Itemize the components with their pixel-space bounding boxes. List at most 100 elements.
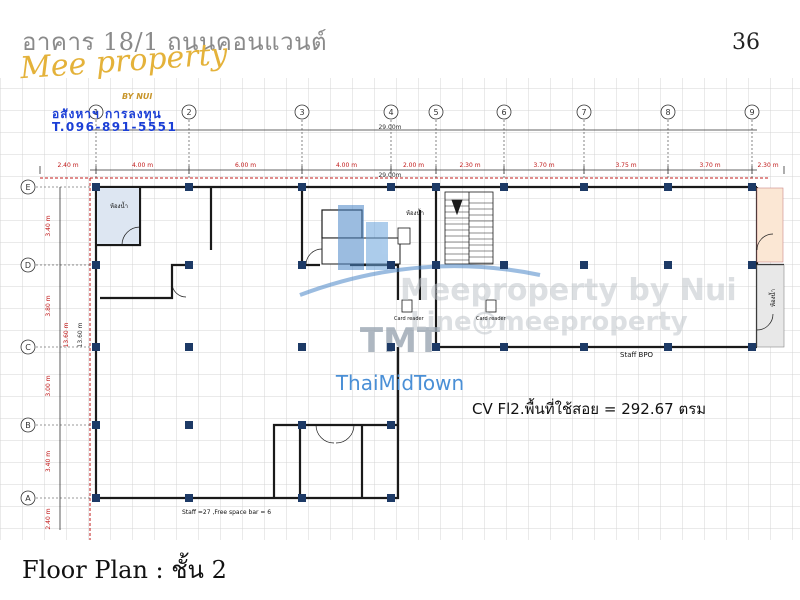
column-axis-bubble bbox=[181, 104, 197, 120]
column-axis-label: 1 bbox=[93, 108, 98, 117]
toilet-label-2: ห้องน้ำ bbox=[406, 207, 424, 217]
structural-column bbox=[580, 343, 588, 351]
row-axis-label: B bbox=[25, 421, 31, 430]
structural-column bbox=[92, 494, 100, 502]
structural-column bbox=[92, 421, 100, 429]
structural-column bbox=[664, 183, 672, 191]
top-dimension-label: 3.75 m bbox=[615, 162, 636, 169]
card-reader-label-2: Card reader bbox=[476, 316, 507, 322]
top-dimension-label: 3.70 m bbox=[533, 162, 554, 169]
wall-left-toilet bbox=[96, 187, 142, 247]
top-dimension-label: 6.00 m bbox=[235, 162, 256, 169]
column-axis-label: 8 bbox=[665, 108, 670, 117]
structural-column bbox=[387, 343, 395, 351]
side-dimension-label: 2.40 m bbox=[45, 508, 52, 529]
structural-column bbox=[664, 343, 672, 351]
structural-column bbox=[580, 261, 588, 269]
page-title: อาคาร 18/1 ถนนคอนแวนต์ bbox=[22, 28, 328, 56]
card-reader-box-2 bbox=[485, 299, 497, 313]
structural-column bbox=[748, 183, 756, 191]
row-axis-bubble bbox=[20, 257, 36, 273]
core-sink bbox=[397, 227, 411, 245]
wall-bottom-rooms bbox=[272, 423, 398, 498]
total-dimension-side-2: 13.60 m bbox=[77, 322, 84, 347]
top-dimension-label: 4.00 m bbox=[132, 162, 153, 169]
column-axis-label: 2 bbox=[186, 108, 191, 117]
row-axis-label: A bbox=[25, 494, 31, 503]
structural-column bbox=[298, 343, 306, 351]
total-dimension-side-1: 13.60 m bbox=[63, 322, 70, 347]
structural-column bbox=[500, 183, 508, 191]
column-axis-label: 7 bbox=[581, 108, 586, 117]
structural-column bbox=[185, 183, 193, 191]
floor-plan-caption: Floor Plan : ชั้น 2 bbox=[22, 556, 227, 584]
structural-column bbox=[500, 261, 508, 269]
column-axis-label: 6 bbox=[501, 108, 506, 117]
card-reader-label-1: Card reader bbox=[394, 316, 425, 322]
side-room-right bbox=[756, 187, 784, 263]
staff-bpo-label: Staff BPO bbox=[620, 351, 654, 359]
column-axis-label: 4 bbox=[388, 108, 393, 117]
structural-column bbox=[432, 183, 440, 191]
structural-column bbox=[580, 183, 588, 191]
structural-column bbox=[92, 261, 100, 269]
top-dimension-label: 2.00 m bbox=[403, 162, 424, 169]
structural-column bbox=[748, 261, 756, 269]
structural-column bbox=[298, 183, 306, 191]
grid-background bbox=[0, 78, 800, 540]
side-dimension-label: 3.80 m bbox=[45, 295, 52, 316]
wall-left-mid bbox=[100, 263, 190, 300]
column-axis-bubble bbox=[294, 104, 310, 120]
row-axis-bubble bbox=[20, 490, 36, 506]
structural-columns bbox=[92, 183, 756, 502]
doors bbox=[121, 226, 774, 444]
column-axis-bubble bbox=[576, 104, 592, 120]
watermark-building-icon bbox=[299, 205, 541, 297]
column-axis-bubble bbox=[428, 104, 444, 120]
total-dimension-top: 29.00m bbox=[378, 124, 401, 131]
row-axis-label: D bbox=[25, 261, 31, 270]
column-axis-bubble bbox=[88, 104, 104, 120]
top-dimension-lines bbox=[90, 129, 757, 171]
structural-column bbox=[387, 421, 395, 429]
structural-column bbox=[185, 421, 193, 429]
stair-treads bbox=[445, 199, 493, 264]
area-label: CV Fl2.พื้นที่ใช้สอย = 292.67 ตรม bbox=[472, 398, 706, 418]
structural-column bbox=[298, 421, 306, 429]
side-dimension-label: 3.40 m bbox=[45, 451, 52, 472]
staircase bbox=[444, 191, 494, 265]
watermark-tmt: TMT bbox=[360, 321, 441, 361]
side-room-label: ห้องน้ำ bbox=[767, 289, 777, 307]
structural-column bbox=[432, 343, 440, 351]
side-dimension-label: 3.40 m bbox=[45, 215, 52, 236]
structural-column bbox=[387, 261, 395, 269]
page-number: 36 bbox=[732, 30, 760, 55]
contact-line-1: อสังหาฯ การลงทุน bbox=[52, 107, 162, 121]
watermark-text-1: Meeproperty by Nui bbox=[400, 273, 737, 308]
watermark-thaimidtown: ThaiMidTown bbox=[335, 371, 464, 395]
structural-column bbox=[298, 494, 306, 502]
toilet-label-1: ห้องน้ำ bbox=[110, 200, 128, 210]
staff-note-label: Staff =27 ,Free space bar = 6 bbox=[182, 509, 271, 516]
structural-column bbox=[664, 261, 672, 269]
top-dimension-label: 2.40 m bbox=[57, 162, 78, 169]
column-axis-bubble bbox=[744, 104, 760, 120]
top-dimension-label: 2.30 m bbox=[757, 162, 778, 169]
structural-column bbox=[92, 183, 100, 191]
walls bbox=[94, 185, 784, 500]
row-axis-bubble bbox=[20, 417, 36, 433]
structural-column bbox=[185, 494, 193, 502]
side-dimension-label: 3.00 m bbox=[45, 375, 52, 396]
total-dimension-mid: 29.00m bbox=[378, 172, 401, 179]
structural-column bbox=[748, 343, 756, 351]
top-dimension-label: 2.30 m bbox=[459, 162, 480, 169]
toilet-room-left bbox=[97, 188, 139, 244]
card-reader-box-1 bbox=[401, 299, 413, 313]
structural-column bbox=[185, 343, 193, 351]
structural-column bbox=[432, 261, 440, 269]
row-axis-label: C bbox=[25, 343, 31, 352]
